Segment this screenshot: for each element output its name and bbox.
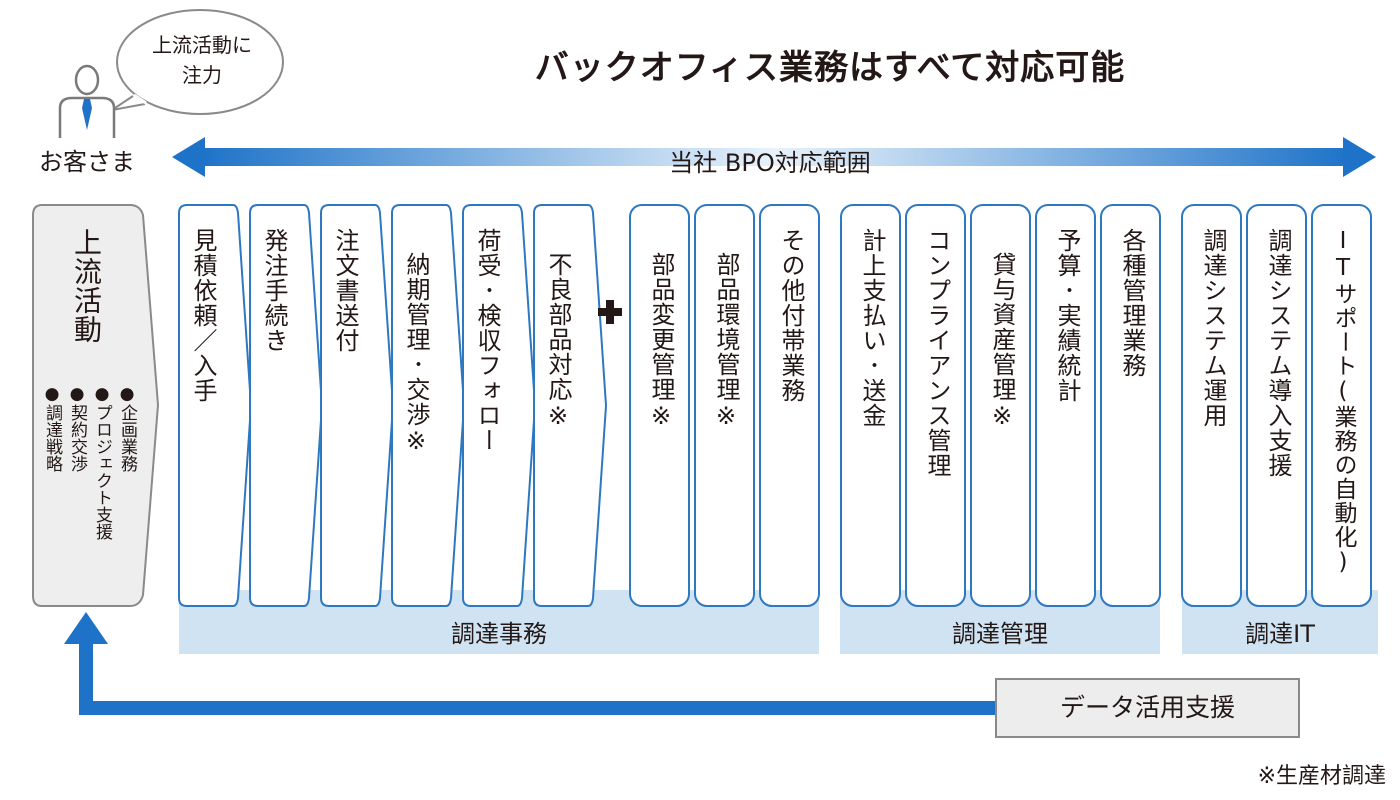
- task-card: [970, 204, 1031, 607]
- step-defect: 不良部品対応※: [544, 252, 572, 431]
- card-payment: 計上支払い･送金: [858, 228, 886, 428]
- card-part-env: 部品環境管理※: [712, 252, 740, 431]
- task-cards: [629, 204, 1372, 607]
- upstream-item-project-support: ●プロジェクト支援: [92, 384, 112, 540]
- process-chevron: [320, 204, 395, 607]
- data-support-box: データ活用支援: [995, 678, 1300, 738]
- upstream-title: 上流活動: [70, 228, 103, 344]
- task-card: [694, 204, 755, 607]
- group-label-procurement-office: 調達事務: [451, 620, 547, 648]
- step-ordering: 発注手続き: [260, 228, 288, 353]
- feedback-arrow: [64, 612, 995, 715]
- person-with-tie-icon: [58, 64, 116, 138]
- card-part-change: 部品変更管理※: [647, 252, 675, 431]
- process-chevron: [533, 204, 608, 607]
- upstream-item-contract: ●契約交渉: [67, 384, 87, 472]
- task-card: [1246, 204, 1307, 607]
- task-card: [1100, 204, 1161, 607]
- process-chevron: [178, 204, 253, 607]
- process-chevron: [391, 204, 466, 607]
- speech-line-1: 上流活動に: [152, 33, 252, 57]
- step-po-send: 注文書送付: [331, 228, 359, 353]
- task-card: [1035, 204, 1096, 607]
- card-other: その他付帯業務: [777, 228, 805, 403]
- card-lent-assets: 貸与資産管理※: [988, 252, 1016, 431]
- process-chevrons: [178, 204, 608, 607]
- card-it-support: ITサポート(業務の自動化): [1330, 228, 1356, 576]
- task-card: [840, 204, 901, 607]
- card-compliance: コンプライアンス管理: [923, 228, 951, 478]
- group-label-procurement-management: 調達管理: [952, 620, 1048, 648]
- speech-line-2: 注力: [182, 63, 222, 87]
- speech-bubble: [111, 9, 284, 115]
- upstream-box: [32, 204, 160, 607]
- task-card: [759, 204, 820, 607]
- task-card: [1311, 204, 1372, 607]
- card-system-ops: 調達システム運用: [1199, 228, 1227, 428]
- upstream-items: ●企画業務 ●プロジェクト支援 ●契約交渉 ●調達戦略: [34, 384, 144, 594]
- page-title: バックオフィス業務はすべて対応可能: [534, 48, 1126, 88]
- scope-double-arrow: [172, 137, 1376, 177]
- task-card: [1181, 204, 1242, 607]
- upstream-item-planning: ●企画業務: [117, 384, 137, 472]
- step-receiving: 荷受･検収フォロー: [473, 228, 501, 453]
- card-budget: 予算･実績統計: [1053, 228, 1081, 403]
- plus-icon: [596, 298, 624, 326]
- speech-bubble-text: 上流活動に 注力: [122, 30, 282, 90]
- task-card: [905, 204, 966, 607]
- customer-label: お客さま: [39, 148, 135, 176]
- process-chevron: [249, 204, 324, 607]
- task-card: [629, 204, 690, 607]
- upstream-item-strategy: ●調達戦略: [42, 384, 62, 472]
- bpo-scope-label: 当社 BPO対応範囲: [669, 149, 871, 177]
- process-chevron: [462, 204, 537, 607]
- step-delivery-mgmt: 納期管理･交渉※: [402, 252, 430, 456]
- step-quotation: 見積依頼／入手: [189, 228, 217, 403]
- group-label-procurement-it: 調達IT: [1245, 620, 1315, 648]
- footnote: ※生産材調達: [1257, 764, 1386, 789]
- card-management: 各種管理業務: [1118, 228, 1146, 378]
- card-system-intro: 調達システム導入支援: [1264, 228, 1292, 478]
